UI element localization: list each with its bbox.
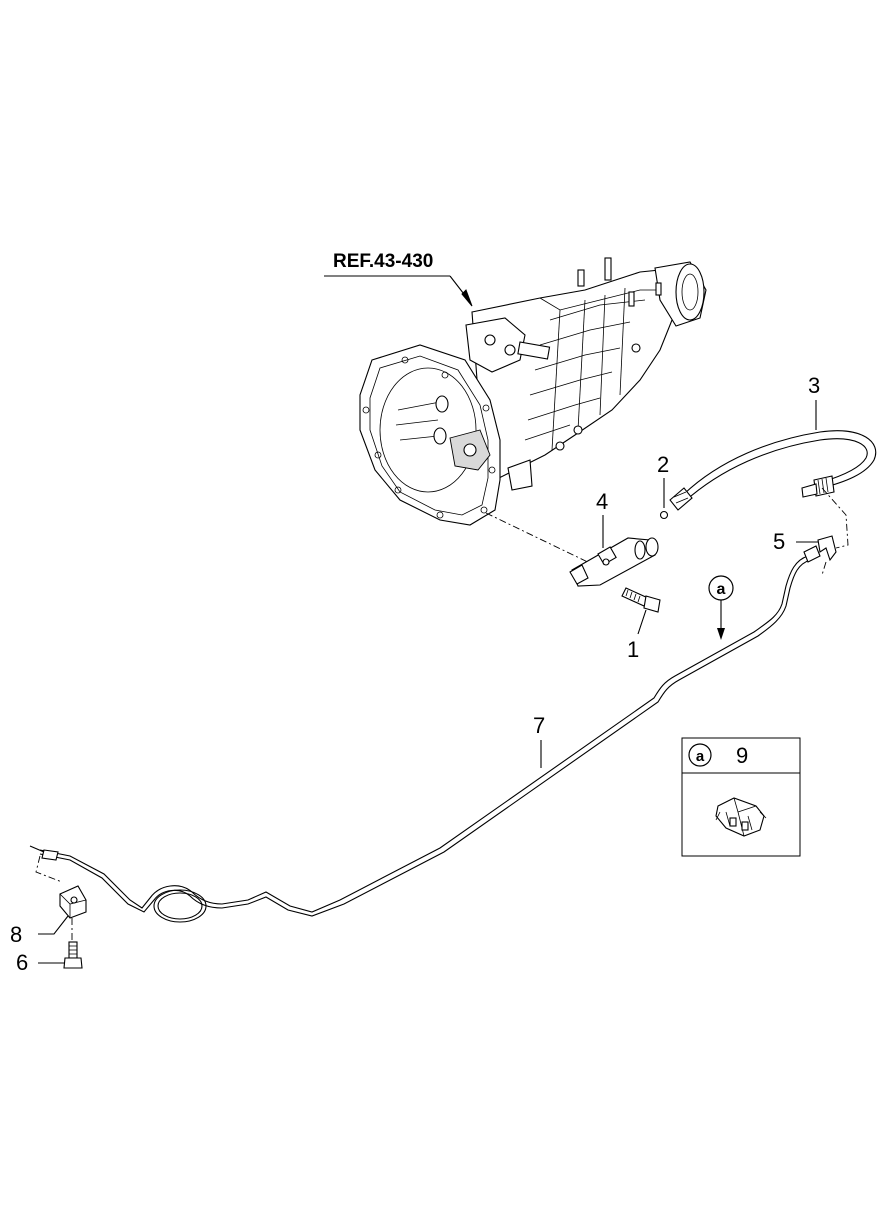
locating-line-clip — [821, 487, 849, 549]
callout-7-label: 7 — [533, 713, 545, 738]
callout-7: 7 — [533, 713, 545, 768]
callout-8-label: 8 — [10, 922, 22, 947]
locator-arrowhead — [717, 628, 725, 640]
callout-6: 6 — [16, 950, 64, 975]
callout-1: 1 — [627, 609, 647, 662]
clip-part-9 — [715, 797, 767, 837]
callout-2-label: 2 — [657, 452, 669, 477]
locating-line-slave — [485, 512, 597, 567]
callout-4: 4 — [596, 489, 608, 548]
locator-marker-letter: a — [717, 581, 726, 598]
callout-2: 2 — [657, 452, 669, 508]
callout-5: 5 — [773, 529, 818, 554]
o-ring-part-2 — [659, 510, 669, 520]
bracket-part-8 — [35, 855, 87, 919]
callout-3: 3 — [808, 373, 820, 430]
transmission-assembly — [359, 257, 707, 526]
callout-6-label: 6 — [16, 950, 28, 975]
bolt-part-1 — [621, 587, 661, 613]
clip-part-5 — [817, 535, 837, 562]
locating-line-pipe-end — [821, 561, 827, 576]
reference-arrowhead — [461, 289, 473, 307]
callout-8: 8 — [10, 915, 69, 947]
clutch-pipe-part-7 — [29, 545, 821, 923]
callout-3-label: 3 — [808, 373, 820, 398]
callout-4-label: 4 — [596, 489, 608, 514]
locating-line-bracket — [35, 855, 63, 883]
reference-label-group: REF.43-430 — [324, 251, 473, 307]
detail-part-number: 9 — [736, 743, 748, 768]
clutch-hose-part-3 — [669, 430, 877, 511]
callout-5-label: 5 — [773, 529, 785, 554]
detail-marker-circle — [688, 743, 712, 767]
reference-label: REF.43-430 — [333, 251, 433, 272]
slave-cylinder — [569, 537, 659, 587]
callout-1-label: 1 — [627, 637, 639, 662]
bolt-part-6 — [63, 918, 83, 969]
detail-box: a 9 — [681, 737, 801, 857]
detail-marker-letter: a — [696, 748, 705, 765]
locator-marker-a: a — [708, 575, 734, 640]
